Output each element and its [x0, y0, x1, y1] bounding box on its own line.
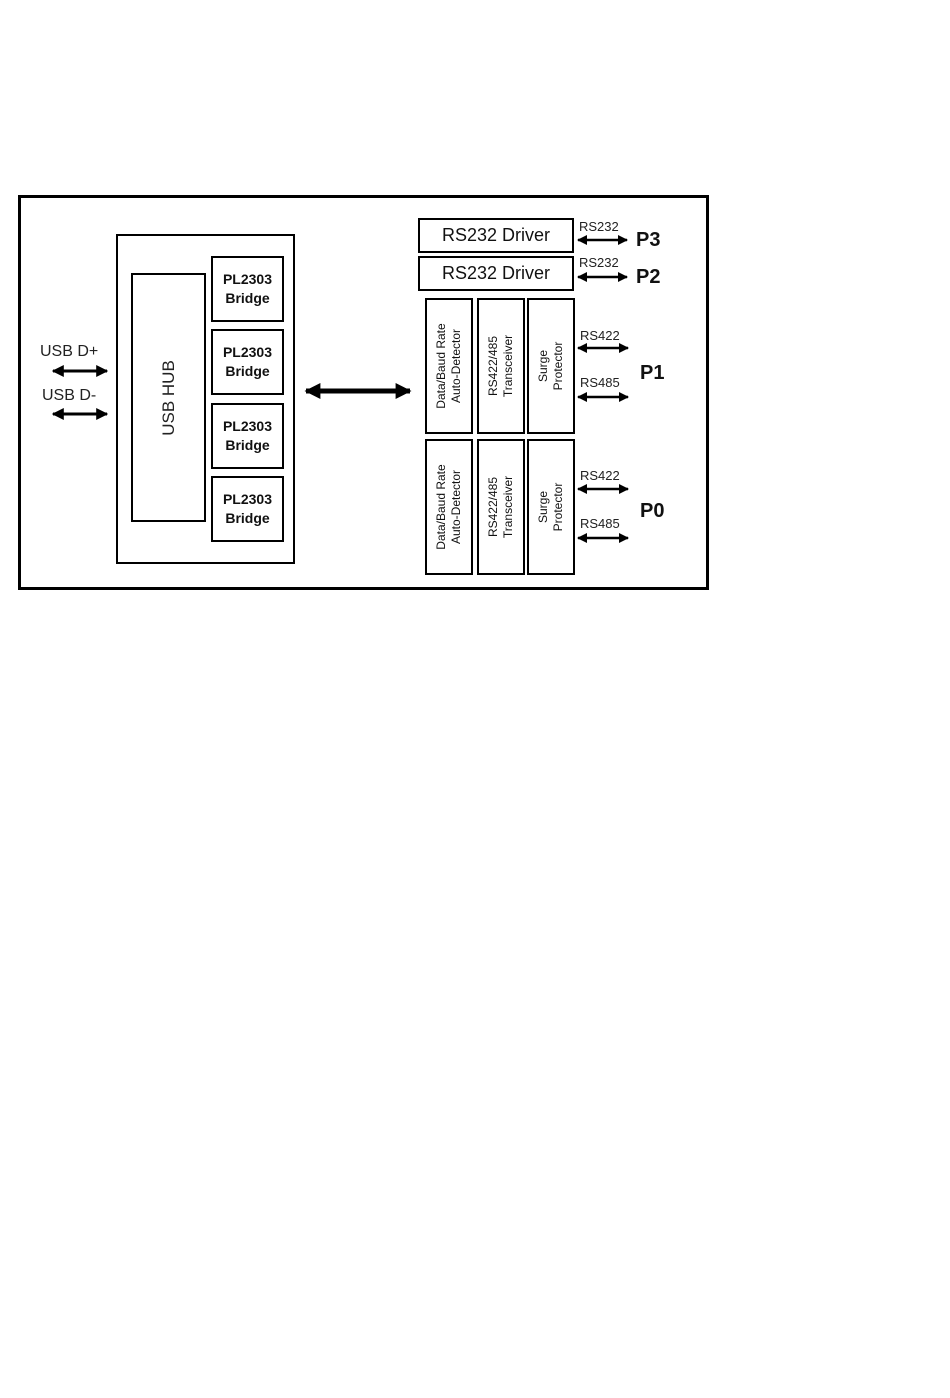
arrow-layer — [0, 0, 950, 1398]
